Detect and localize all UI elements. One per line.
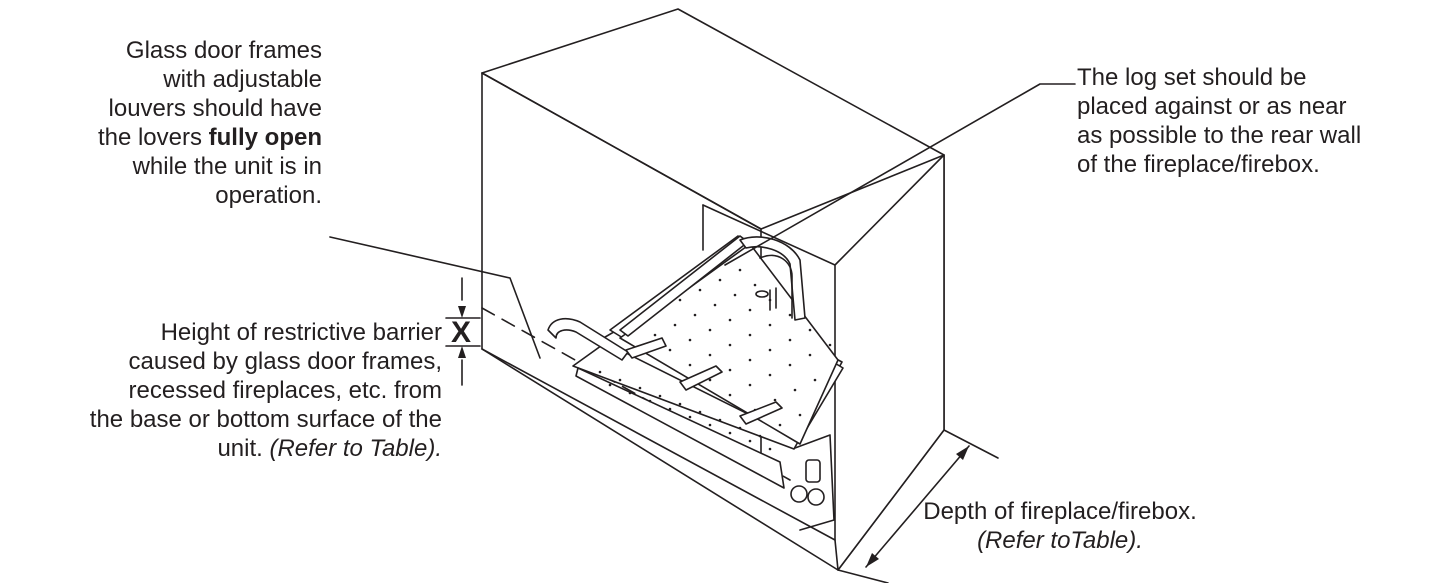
log-set-line-3: as possible to the rear wall [1077,122,1362,149]
leader-lines [329,83,1076,359]
barrier-line-1: Height of restrictive barrier [160,319,442,346]
barrier-line-2: caused by glass door frames, [128,348,443,375]
control-valve [755,287,835,531]
firebox-outline [481,8,945,571]
glass-door-line-3: louvers should have [108,95,322,122]
glass-door-line-1: Glass door frames [125,37,322,64]
depth-dimension [837,429,999,583]
glass-door-line-5: while the unit is in [132,153,322,180]
depth-refer-table: (Refer toTable). [977,527,1143,554]
glass-door-callout: Glass door frames with adjustable louver… [60,36,322,210]
barrier-refer-table: (Refer to Table). [269,435,442,462]
x-dimension [445,277,481,386]
grate-bars [547,235,806,425]
glass-door-emphasis: fully open [208,124,322,151]
barrier-dashed-line [481,307,791,481]
depth-line-2: (Refer toTable). [905,526,1215,555]
barrier-line-3: recessed fireplaces, etc. from [128,377,442,404]
log-set-line-2: placed against or as near [1077,93,1347,120]
log-set-callout: The log set should be placed against or … [1077,63,1437,179]
depth-callout: Depth of fireplace/firebox. (Refer toTab… [905,497,1215,555]
barrier-line-4: the base or bottom surface of the [89,406,442,433]
glass-door-line-6: operation. [215,182,322,209]
log-set-line-1: The log set should be [1077,64,1307,91]
glass-door-line-4-text: the lovers [97,124,209,151]
glass-door-line-2: with adjustable [163,66,322,93]
barrier-line-5-text: unit. [217,435,270,462]
log-set-line-4: of the fireplace/firebox. [1077,151,1320,178]
glass-door-line-4: the lovers fully open [60,123,322,152]
dimension-x-label: X [451,316,472,349]
depth-line-1: Depth of fireplace/firebox. [923,498,1197,525]
barrier-callout: Height of restrictive barrier caused by … [0,318,442,463]
barrier-line-5: unit. (Refer to Table). [0,434,442,463]
